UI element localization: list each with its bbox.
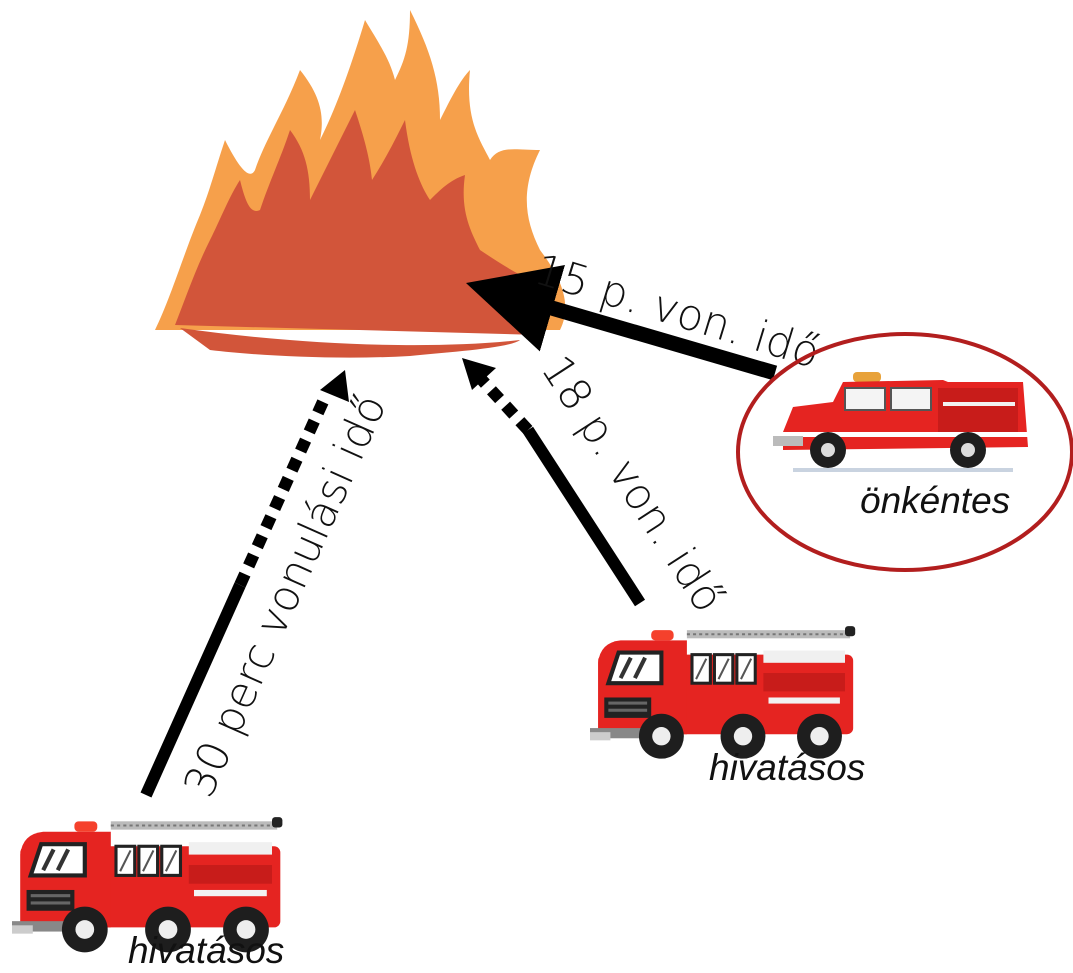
volunteer-highlight-ellipse <box>736 332 1073 572</box>
route-arrow-pro-far <box>140 370 349 798</box>
route-arrow-pro-near <box>462 358 646 607</box>
truck-label-pro-far: hivatásos <box>128 930 284 971</box>
fire-truck-icon <box>590 626 855 759</box>
route-label-pro-far: 30 perc vonulási idő <box>174 387 396 804</box>
truck-label-volunteer: önkéntes <box>860 480 1010 521</box>
route-arrow-volunteer <box>465 264 778 381</box>
fire-icon <box>155 10 566 358</box>
truck-label-pro-near: hivatásos <box>709 747 865 788</box>
fire-truck-icon <box>773 372 1028 472</box>
